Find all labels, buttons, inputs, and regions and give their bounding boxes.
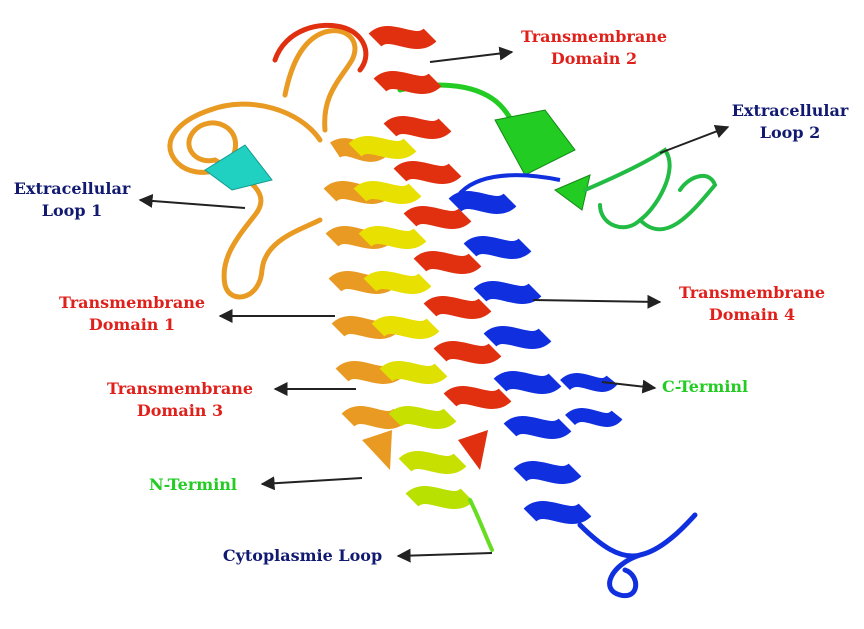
helix-domain-3 [348, 136, 474, 509]
label-transmembrane-domain-1: Transmembrane Domain 1 [52, 292, 212, 336]
arrow-el1 [138, 193, 246, 209]
label-c-terminal: C-Terminl [662, 376, 782, 398]
label-line-1: Transmembrane [520, 27, 667, 46]
arrow-tm2 [429, 46, 514, 63]
label-line-2: Domain 1 [88, 315, 176, 334]
label-line-1: C-Terminl [662, 377, 749, 396]
label-cytoplasmic-loop: Cytoplasmie Loop [210, 545, 395, 567]
arrow-cterm [601, 379, 657, 394]
label-n-terminal: N-Terminl [128, 474, 258, 496]
label-line-2: Domain 2 [550, 49, 638, 68]
arrow-el2 [659, 124, 730, 154]
label-line-2: Loop 2 [759, 123, 821, 142]
top-red-loop [272, 22, 369, 73]
label-line-1: Extracellular [731, 101, 849, 120]
label-transmembrane-domain-4: Transmembrane Domain 4 [672, 282, 832, 326]
label-extracellular-loop-2: Extracellular Loop 2 [720, 100, 860, 144]
label-line-2: Loop 1 [41, 201, 103, 220]
cytoplasmic-loop-structure [468, 498, 494, 552]
extracellular-loop-1-structure [167, 28, 358, 300]
arrow-tm4 [532, 294, 662, 309]
extracellular-loop-2-structure [397, 82, 718, 232]
label-line-2: Domain 3 [136, 401, 224, 420]
arrow-nterm [260, 476, 363, 491]
loop-connector-blue [453, 173, 561, 202]
arrow-cytoloop [396, 548, 493, 563]
label-line-1: Cytoplasmie Loop [222, 546, 383, 565]
extracellular-loop-1-cyan-strand [204, 144, 273, 191]
label-line-1: Transmembrane [58, 293, 205, 312]
arrows [138, 46, 730, 563]
label-extracellular-loop-1: Extracellular Loop 1 [2, 178, 142, 222]
c-terminal-tail [577, 512, 698, 599]
helix-domain-2 [368, 26, 512, 470]
label-transmembrane-domain-2: Transmembrane Domain 2 [514, 26, 674, 70]
label-transmembrane-domain-3: Transmembrane Domain 3 [100, 378, 260, 422]
label-line-1: Extracellular [13, 179, 131, 198]
label-line-1: Transmembrane [678, 283, 825, 302]
label-line-2: Domain 4 [708, 305, 796, 324]
label-line-1: Transmembrane [106, 379, 253, 398]
helix-domain-4 [448, 191, 623, 524]
label-line-1: N-Terminl [148, 475, 237, 494]
